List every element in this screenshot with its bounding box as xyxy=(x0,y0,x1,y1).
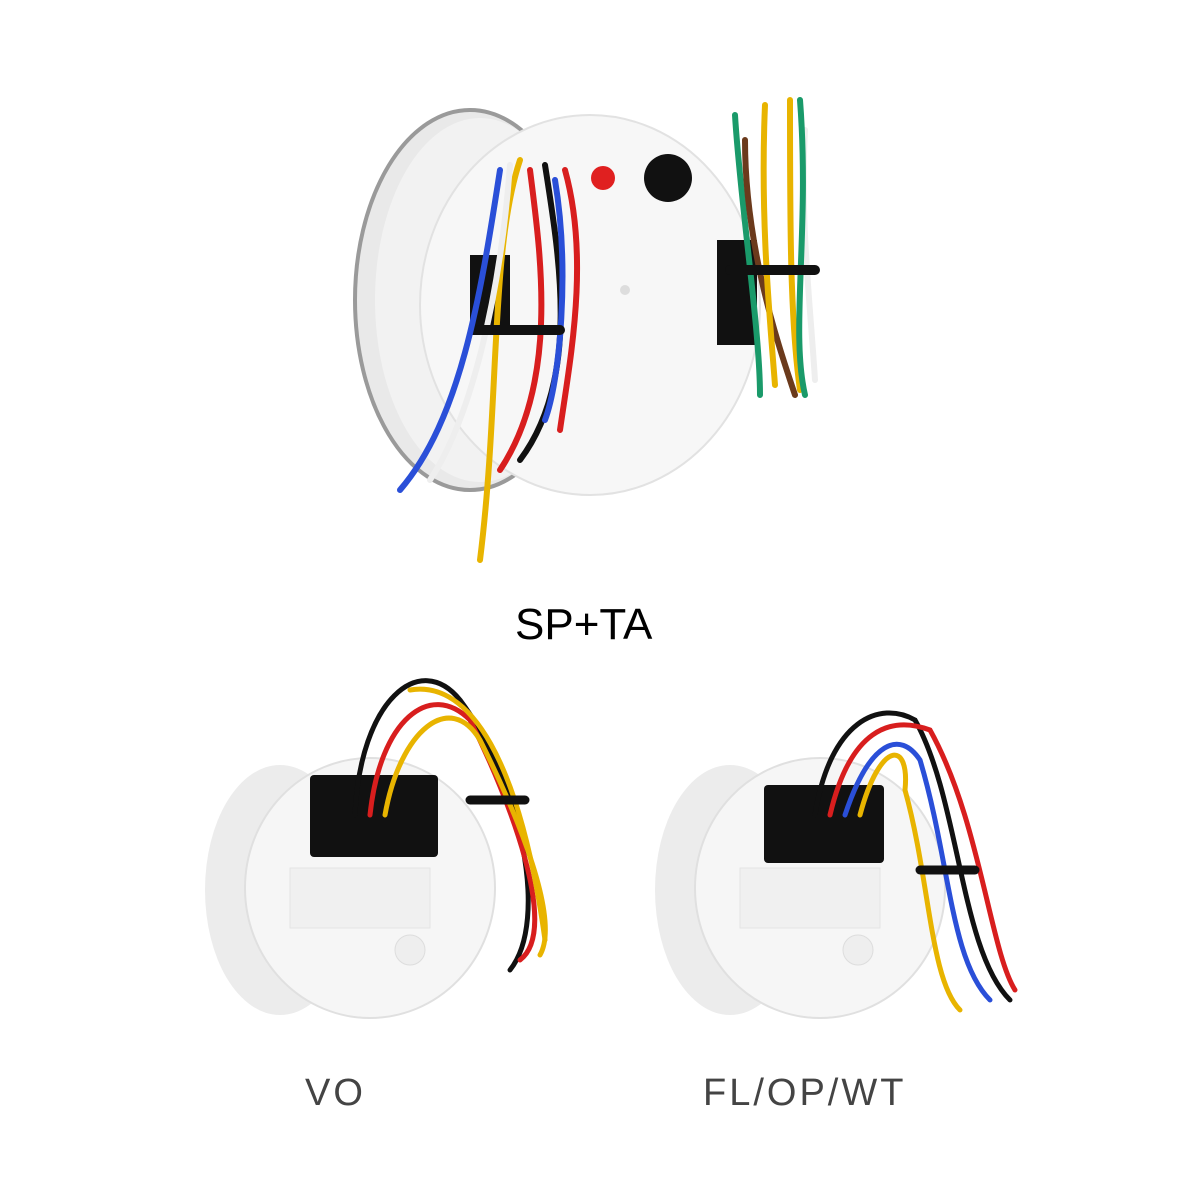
sp-ta-label: SP+TA xyxy=(515,600,653,649)
sp-ta-gauge xyxy=(353,108,761,496)
led xyxy=(591,166,615,190)
knob xyxy=(644,154,692,202)
fl-op-wt-gauge xyxy=(655,757,946,1019)
wires-fl-op-wt xyxy=(812,710,1018,1013)
fl-op-wt-label: FL/OP/WT xyxy=(703,1072,907,1114)
wires-top-right xyxy=(725,97,820,398)
wires-vo xyxy=(352,678,548,973)
vo-label: VO xyxy=(305,1072,366,1114)
wires-top-left xyxy=(397,157,581,563)
vo-gauge xyxy=(205,757,496,1019)
